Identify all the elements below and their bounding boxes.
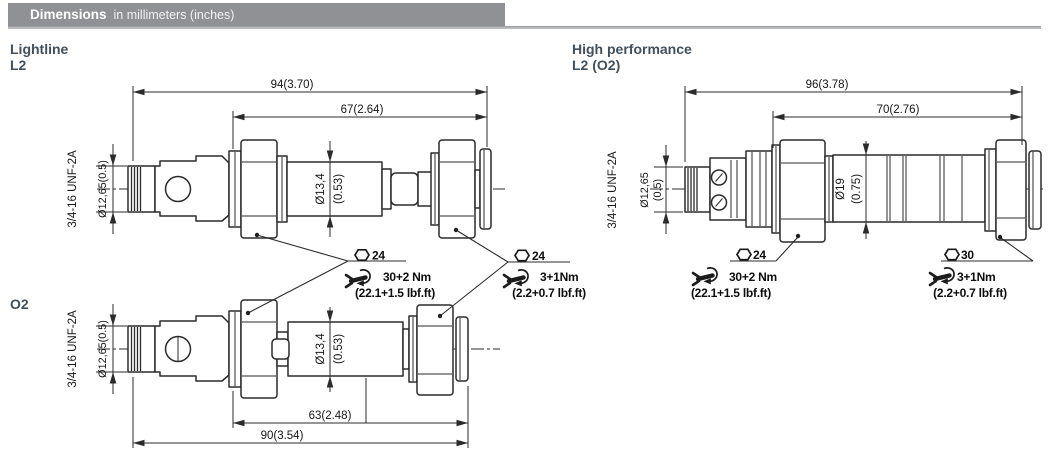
stem-dia-label: Ø13,4 (315, 173, 327, 205)
stem-step (381, 168, 392, 210)
figure-lightline-l2: 94(3.70) 67(2.64) Ø12,65(0.5) 3/4-16 UNF… (67, 79, 505, 239)
thread-spec-label: 3/4-16 UNF-2A (67, 150, 79, 228)
figure-title-highperf-line2: L2 (O2) (572, 56, 621, 73)
hex-size-label: 24 (372, 249, 385, 263)
thread-lines (130, 327, 142, 371)
figure-title-highperf: High performance L2 (O2) (572, 41, 692, 73)
dim-to-end-label: 63(2.48) (309, 410, 352, 422)
valve-stem (286, 161, 383, 217)
dim-overall-label: 96(3.78) (806, 79, 849, 91)
hex-size-icon (514, 249, 530, 262)
barrel-dia-label: Ø19 (835, 178, 847, 200)
figure-highperf: 96(3.78) 70(2.76) Ø12,65 (0.5) 3/4-16 UN… (607, 79, 1046, 243)
body-collar (745, 150, 773, 228)
hex-size-label: 24 (532, 249, 545, 263)
end-hex-nut (416, 304, 454, 396)
torque-lbf-label: (22.1+1.5 lbf.ft) (355, 286, 435, 300)
thread-dia-in-label: (0.5) (652, 179, 664, 201)
hex-size-icon (944, 248, 960, 261)
section-title: Dimensions (30, 7, 107, 22)
leader-dot (245, 310, 251, 316)
figure-title-o2: O2 (10, 296, 29, 313)
torque-wrench-icon (504, 270, 528, 287)
stem-dia-in-label: (0.53) (333, 174, 345, 204)
torque-nm-label: 30+2 Nm (729, 270, 777, 284)
figure-title-lightline: Lightline L2 (10, 41, 69, 73)
end-hex-nut (438, 139, 476, 239)
valve-stem (287, 321, 404, 377)
adjustment-knob (390, 172, 419, 206)
body-port-hole (164, 175, 192, 203)
leader-dot (795, 233, 801, 239)
valve-outline (127, 299, 469, 399)
end-washer (984, 148, 997, 232)
thread-spec-label: 3/4-16 UNF-2A (67, 310, 79, 388)
torque-callout-left-main: 24 30+2 Nm (22.1+1.5 lbf.ft) (245, 232, 436, 316)
figure-title-lightline-line1: Lightline (10, 41, 69, 57)
section-header-bar: Dimensions in millimeters (inches) (8, 3, 505, 26)
thread-dia-label: Ø12,65(0.5) (97, 320, 109, 378)
torque-callout-left-end: 24 3+1Nm (2.2+0.7 lbf.ft) (437, 227, 586, 319)
thread-dia-label: Ø12,65 (639, 172, 651, 207)
cartridge-body (709, 157, 747, 221)
dim-overall-label: 94(3.70) (271, 79, 314, 91)
stem-end (417, 171, 433, 207)
dim-to-end-label: 70(2.76) (877, 104, 920, 116)
torque-wrench-icon (693, 268, 717, 285)
end-flange (455, 316, 469, 382)
leader-dot (437, 313, 443, 319)
torque-wrench-icon (346, 270, 370, 287)
thread-spec-label: 3/4-16 UNF-2A (607, 151, 619, 229)
torque-lbf-label: (2.2+0.7 lbf.ft) (512, 286, 586, 300)
hex-size-label: 30 (961, 248, 974, 262)
dim-overall-label: 90(3.54) (261, 430, 304, 442)
barrel-dia-in-label: (0.75) (851, 174, 863, 204)
torque-wrench-icon (930, 268, 954, 285)
valve-outline (684, 139, 1042, 243)
figure-o2: Ø12,65(0.5) 3/4-16 UNF-2A Ø13,4 (0.53) 6… (67, 299, 500, 448)
end-flange (1028, 150, 1042, 230)
valve-barrel (832, 154, 986, 223)
header-rule-line (8, 26, 1041, 29)
torque-nm-label: 30+2 Nm (383, 270, 431, 284)
thread-lines (687, 168, 698, 211)
figure-title-highperf-line1: High performance (572, 41, 692, 57)
figure-title-o2-text: O2 (10, 296, 29, 312)
thread-lines (130, 167, 142, 211)
dim-to-end-label: 67(2.64) (341, 104, 384, 116)
barrel-segments (886, 156, 963, 221)
end-flange (479, 148, 492, 230)
torque-lbf-label: (22.1+1.5 lbf.ft) (691, 286, 771, 300)
override-knob (271, 338, 290, 360)
hex-locknut (240, 139, 278, 239)
leader-dot (997, 234, 1003, 240)
torque-nm-label: 3+1Nm (540, 270, 578, 284)
stem-step (402, 328, 410, 370)
torque-nm-label: 3+1Nm (957, 270, 995, 284)
valve-outline (127, 139, 492, 239)
thread-dia-label: Ø12,65(0.5) (97, 160, 109, 218)
dimension-annotations: 94(3.70) 67(2.64) Ø12,65(0.5) 3/4-16 UNF… (67, 79, 488, 237)
end-hex-nut (995, 139, 1027, 241)
thread-stub (127, 165, 156, 213)
stem-dia-label: Ø13,4 (315, 333, 327, 365)
torque-callout-right-end: 30 3+1Nm (2.2+0.7 lbf.ft) (930, 234, 1034, 300)
dimension-annotations: 96(3.78) 70(2.76) Ø12,65 (0.5) 3/4-16 UN… (607, 79, 1023, 239)
torque-lbf-label: (2.2+0.7 lbf.ft) (933, 286, 1007, 300)
dimension-annotations: Ø12,65(0.5) 3/4-16 UNF-2A Ø13,4 (0.53) 6… (67, 304, 469, 448)
hex-size-icon (354, 248, 370, 262)
torque-callout-right-main: 24 30+2 Nm (22.1+1.5 lbf.ft) (691, 233, 801, 300)
figure-title-lightline-line2: L2 (10, 56, 27, 73)
hex-size-label: 24 (753, 248, 766, 262)
hex-locknut (779, 139, 826, 243)
hex-size-icon (736, 248, 752, 261)
section-subtitle: in millimeters (inches) (113, 7, 235, 22)
stem-dia-in-label: (0.53) (333, 334, 345, 364)
